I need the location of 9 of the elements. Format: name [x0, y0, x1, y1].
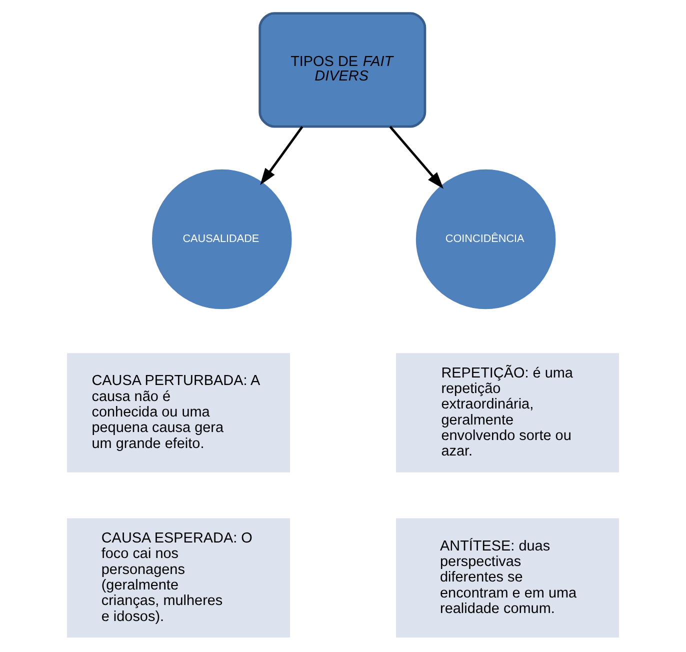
node-box: CAUSA ESPERADA: O foco cai nos personagens (geralmente crianças, mulheres e idosos). — [64, 516, 292, 640]
node-box: ANTÍTESE: duas perspectivas diferentes se encontram e em uma realidade comum. — [394, 516, 622, 640]
node-circle: CAUSALIDADE — [152, 169, 292, 310]
node-box: CAUSA PERTURBADA: A causa não é conhecida ou uma pequena causa gera um grande efeito. — [64, 350, 292, 475]
arrow — [389, 126, 444, 189]
node-box: TIPOS DE FAIT DIVERS — [258, 12, 426, 128]
node-box: REPETIÇÃO: é uma repetição extraordinária, geralmente envolvendo sorte ou azar. — [394, 350, 622, 475]
node-circle: COINCIDÊNCIA — [416, 169, 556, 310]
arrow — [260, 126, 304, 186]
